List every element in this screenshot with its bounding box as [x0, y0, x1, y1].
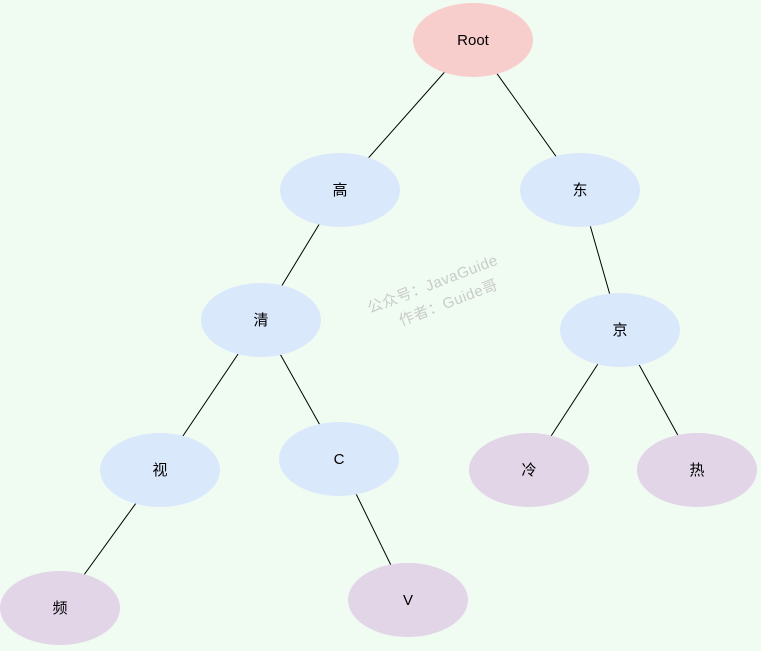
node-gao: 高: [280, 153, 400, 227]
node-shi: 视: [100, 433, 220, 507]
node-pin-label: 频: [52, 600, 67, 617]
node-v: V: [348, 563, 468, 637]
node-dong-label: 东: [572, 182, 587, 199]
node-root: Root: [413, 3, 533, 77]
node-leng: 冷: [469, 433, 589, 507]
node-jing-label: 京: [612, 322, 627, 339]
nodes: Root 高 东 清 京 视: [0, 3, 757, 645]
node-v-shape: [348, 563, 468, 637]
node-re: 热: [637, 433, 757, 507]
node-root-shape: [413, 3, 533, 77]
node-c-shape: [279, 422, 399, 496]
node-shi-label: 视: [152, 462, 167, 479]
node-shi-shape: [100, 433, 220, 507]
node-dong: 东: [520, 153, 640, 227]
node-leng-shape: [469, 433, 589, 507]
node-qing-shape: [201, 283, 321, 357]
node-gao-shape: [280, 153, 400, 227]
watermark: 公众号：JavaGuide 作者：Guide哥: [365, 252, 500, 330]
node-c: C: [279, 422, 399, 496]
node-qing: 清: [201, 283, 321, 357]
node-jing: 京: [560, 293, 680, 367]
node-pin-shape: [0, 571, 120, 645]
node-v-label: V: [403, 592, 413, 609]
node-pin: 频: [0, 571, 120, 645]
node-c-label: C: [334, 451, 345, 468]
node-re-label: 热: [689, 462, 704, 479]
node-dong-shape: [520, 153, 640, 227]
node-leng-label: 冷: [521, 462, 536, 479]
node-qing-label: 清: [253, 312, 268, 329]
node-re-shape: [637, 433, 757, 507]
node-root-label: Root: [457, 32, 490, 49]
node-gao-label: 高: [332, 182, 347, 199]
node-jing-shape: [560, 293, 680, 367]
